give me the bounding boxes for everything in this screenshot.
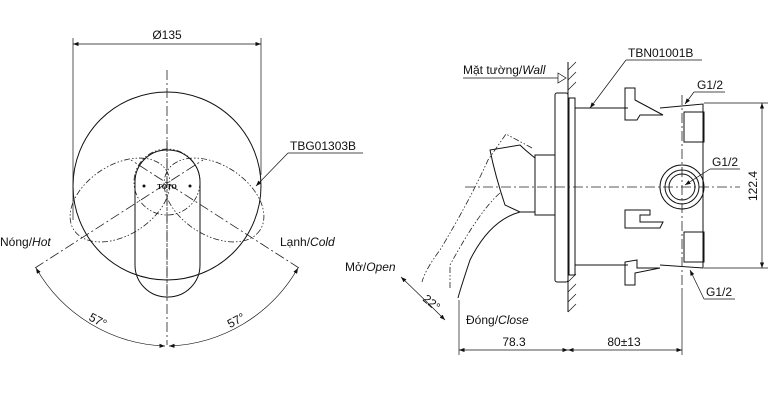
leader-line — [684, 91, 695, 105]
screw-dot — [142, 184, 146, 188]
close-label: Đóng/Close — [466, 313, 529, 327]
cold-axis-line — [130, 159, 300, 269]
handle-cold-position — [163, 157, 265, 243]
side-view: Mặt tường/Wall 22° Mở/Open Đóng/Close TB… — [345, 46, 768, 355]
leader-line — [689, 269, 705, 300]
angle-right-label: 57° — [225, 310, 248, 331]
angle-arc — [400, 276, 446, 321]
handle-outline — [134, 149, 201, 298]
angle-arc-right — [168, 267, 299, 348]
screw-dot — [188, 184, 192, 188]
diameter-label: Ø135 — [152, 28, 182, 42]
leader-line — [684, 168, 711, 186]
handle-closed — [457, 144, 536, 299]
mount-clip-middle — [624, 209, 664, 229]
depth-front-label: 78.3 — [502, 335, 526, 349]
port-top-label: G1/2 — [697, 78, 723, 92]
handle-hot-position — [69, 157, 171, 243]
leader-line — [589, 59, 627, 109]
hot-label: Nóng/Hot — [0, 235, 51, 249]
angle-label: 22° — [420, 292, 443, 315]
angle-arc-left — [35, 267, 166, 348]
wall-marker-triangle — [557, 72, 567, 84]
front-part-label: TBG01303B — [290, 139, 356, 153]
height-dimension-label: 122.4 — [746, 171, 760, 201]
wall-hatch — [567, 61, 577, 313]
port-middle-label: G1/2 — [712, 155, 738, 169]
depth-back-label: 80±13 — [607, 335, 641, 349]
cover-plate — [554, 92, 569, 283]
body-part-label: TBN01001B — [628, 46, 693, 60]
leader-line — [255, 152, 289, 187]
mount-bracket-bottom — [624, 259, 661, 286]
wall-label: Mặt tường/Wall — [463, 63, 546, 77]
port-bottom-label: G1/2 — [706, 285, 732, 299]
mount-bracket-top — [624, 87, 664, 121]
handle-open-position — [421, 133, 533, 290]
gasket-ring — [568, 97, 576, 276]
toto-logo: TOTO — [157, 184, 176, 191]
handle-spindle — [534, 154, 556, 216]
angle-left-label: 57° — [87, 310, 110, 331]
port-top — [683, 111, 705, 143]
valve-body — [575, 103, 704, 269]
cold-label: Lạnh/Cold — [280, 235, 335, 249]
hot-axis-line — [34, 159, 204, 269]
open-label: Mở/Open — [345, 260, 396, 274]
port-bottom — [683, 231, 705, 263]
front-view: Ø135 TOTO 57° 57° Nóng/Hot Lạnh/Cold TBG… — [0, 28, 363, 348]
